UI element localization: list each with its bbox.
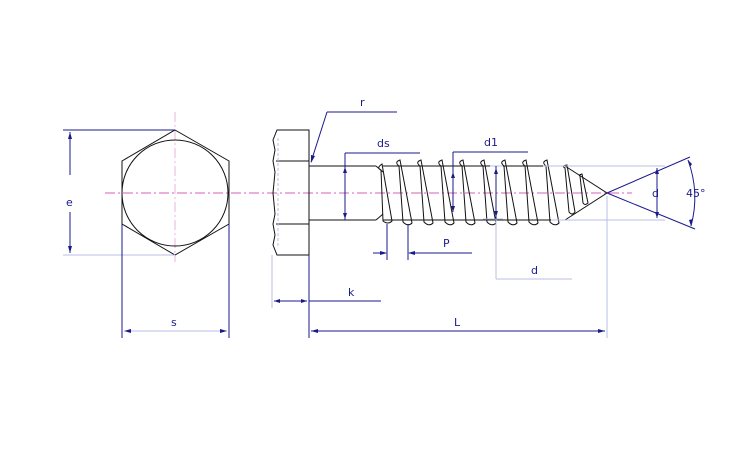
chamfer-circle <box>121 139 229 247</box>
label-k: k <box>348 286 355 299</box>
side-view <box>272 129 608 256</box>
label-angle: 45° <box>686 187 706 200</box>
dimension-angle: 45° <box>606 156 706 230</box>
dimension-r: r <box>310 96 397 163</box>
label-d-tip: d <box>652 187 659 200</box>
label-d-thread: d <box>531 264 538 277</box>
hex-head-side <box>272 129 310 256</box>
dimension-k: k <box>271 255 381 338</box>
label-P: P <box>443 237 450 250</box>
dimension-d1: d1 <box>451 136 528 212</box>
label-d1: d1 <box>484 136 498 149</box>
label-ds: ds <box>377 137 390 150</box>
dimension-s: s <box>121 224 230 338</box>
dimension-d-tip: d <box>543 165 665 221</box>
label-L: L <box>454 316 461 329</box>
dimension-ds: ds <box>343 137 420 220</box>
dimension-e: e <box>63 129 175 256</box>
label-s: s <box>171 316 177 329</box>
thread-turns <box>378 159 589 226</box>
dimension-L: L <box>311 196 608 338</box>
dimension-d-thread: d <box>483 165 572 280</box>
dimension-pitch: P <box>373 224 472 260</box>
label-e: e <box>66 196 73 209</box>
label-r: r <box>360 96 365 109</box>
